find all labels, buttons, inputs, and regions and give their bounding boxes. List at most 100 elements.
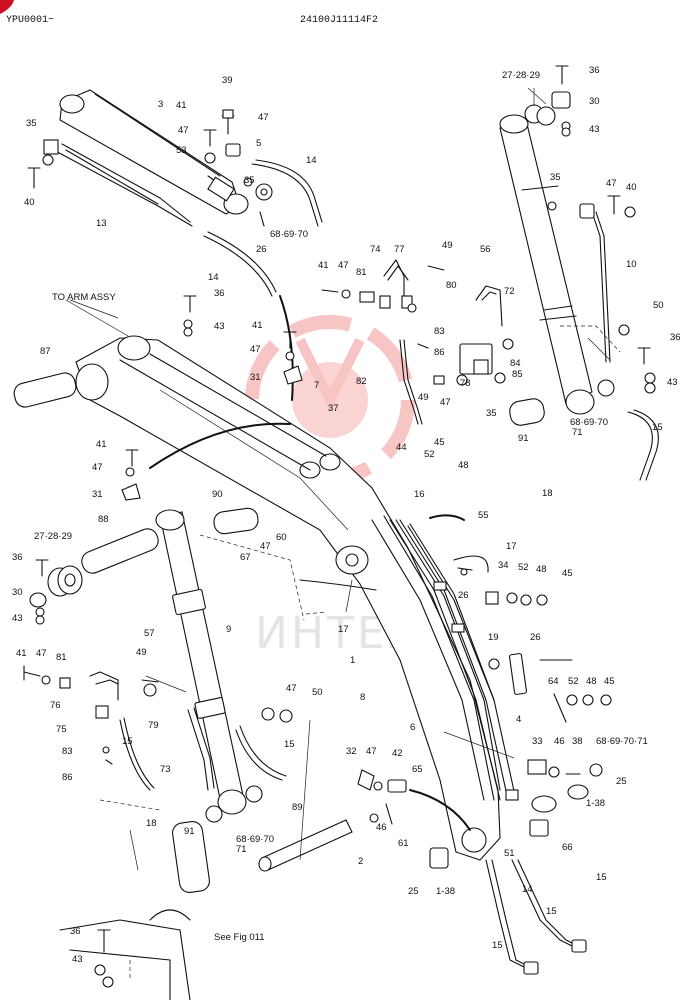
- callout: 15: [122, 736, 133, 747]
- callout: 91: [184, 826, 195, 837]
- callout: 36: [589, 65, 600, 76]
- callout: 1-38: [436, 886, 455, 897]
- callout: 6: [410, 722, 415, 733]
- callout: 33: [532, 736, 543, 747]
- callout: 56: [480, 244, 491, 255]
- callout: 43: [667, 377, 678, 388]
- callout: 26: [530, 632, 541, 643]
- callout: 36: [214, 288, 225, 299]
- boom-cylinder: [155, 509, 263, 823]
- callout: 15: [596, 872, 607, 883]
- callout: 41: [252, 320, 263, 331]
- callout: 40: [24, 197, 35, 208]
- callout: 27·28·29: [502, 70, 540, 81]
- callout: 49: [442, 240, 453, 251]
- callout: 14: [208, 272, 219, 283]
- arm-cylinder: [499, 114, 615, 415]
- callout: 47: [250, 344, 261, 355]
- callout: 65: [412, 764, 423, 775]
- callout: 88: [98, 514, 109, 525]
- callout: 1-38: [586, 798, 605, 809]
- note-see-fig: See Fig 011: [214, 932, 265, 943]
- callout: 10: [626, 259, 637, 270]
- callout: 43: [214, 321, 225, 332]
- callout: 18: [146, 818, 157, 829]
- callout: 66: [562, 842, 573, 853]
- callout: 42: [392, 748, 403, 759]
- callout: 15: [492, 940, 503, 951]
- callout: 13: [96, 218, 107, 229]
- callout: 72: [504, 286, 515, 297]
- frame-ref: [59, 820, 210, 1000]
- callout: 41: [16, 648, 27, 659]
- callout: 4: [516, 714, 521, 725]
- callout: 44: [396, 442, 407, 453]
- callout: 34: [498, 560, 509, 571]
- callout: 36: [670, 332, 681, 343]
- callout: 90: [212, 489, 223, 500]
- callout: 48: [536, 564, 547, 575]
- callout: 8: [360, 692, 365, 703]
- callout-labels: 36 27·28·29 30 43 35 40 47 10 56 50 36 4…: [12, 65, 681, 965]
- callout: 36: [12, 552, 23, 563]
- boom-pipes: [389, 519, 519, 801]
- callout: 55: [478, 510, 489, 521]
- callout: 47: [338, 260, 349, 271]
- hose-14b: [203, 231, 277, 297]
- callout: 87: [40, 346, 51, 357]
- callout: 26: [458, 590, 469, 601]
- callout: 75: [56, 724, 67, 735]
- callout: 47: [366, 746, 377, 757]
- callout: 1: [350, 655, 355, 666]
- callout: 79: [148, 720, 159, 731]
- callout: 47: [258, 112, 269, 123]
- bushing-27-28-29: [29, 559, 83, 625]
- callout: 50: [653, 300, 664, 311]
- note-to-arm-assy: TO ARM ASSY: [52, 292, 116, 303]
- callout: 32: [346, 746, 357, 757]
- hoses-15-top-right: [627, 409, 659, 481]
- callout: 48: [458, 460, 469, 471]
- callout: 78: [460, 378, 471, 389]
- callout: 41: [96, 439, 107, 450]
- callout: 43: [589, 124, 600, 135]
- callout: 71: [572, 427, 583, 438]
- callout: 61: [398, 838, 409, 849]
- callout: 85: [512, 369, 523, 380]
- callout: 91: [518, 433, 529, 444]
- callout: 17: [506, 541, 517, 552]
- callout: 14: [522, 884, 533, 895]
- callout: 19: [488, 632, 499, 643]
- drawing-number: 24100J11114F2: [300, 15, 378, 26]
- callout: 43: [72, 954, 83, 965]
- callout: 53: [176, 145, 187, 156]
- callout: 18: [542, 488, 553, 499]
- hose-14a: [251, 159, 323, 227]
- callout: 47: [606, 178, 617, 189]
- callout: 49: [418, 392, 429, 403]
- callout: 41: [318, 260, 329, 271]
- callout: 26: [256, 244, 267, 255]
- callout: 52: [424, 449, 435, 460]
- callout: 27·28·29: [34, 531, 72, 542]
- callout: 47: [178, 125, 189, 136]
- plates-31: [121, 295, 303, 501]
- callout: 64: [548, 676, 559, 687]
- callout: 35: [26, 118, 37, 129]
- callout: 81: [356, 267, 367, 278]
- callout: 45: [562, 568, 573, 579]
- callout: 30: [12, 587, 23, 598]
- pipe-10: [579, 203, 611, 363]
- callout: 5: [256, 138, 261, 149]
- callout: 45: [604, 676, 615, 687]
- callout: 40: [626, 182, 637, 193]
- callout: 31: [250, 372, 261, 383]
- valve-assy: [321, 259, 514, 425]
- callout: 89: [292, 802, 303, 813]
- callout: 14: [306, 155, 317, 166]
- callout: 16: [414, 489, 425, 500]
- callout: 15: [546, 906, 557, 917]
- callout: 81: [56, 652, 67, 663]
- callout: 31: [92, 489, 103, 500]
- pin-87: [13, 372, 77, 408]
